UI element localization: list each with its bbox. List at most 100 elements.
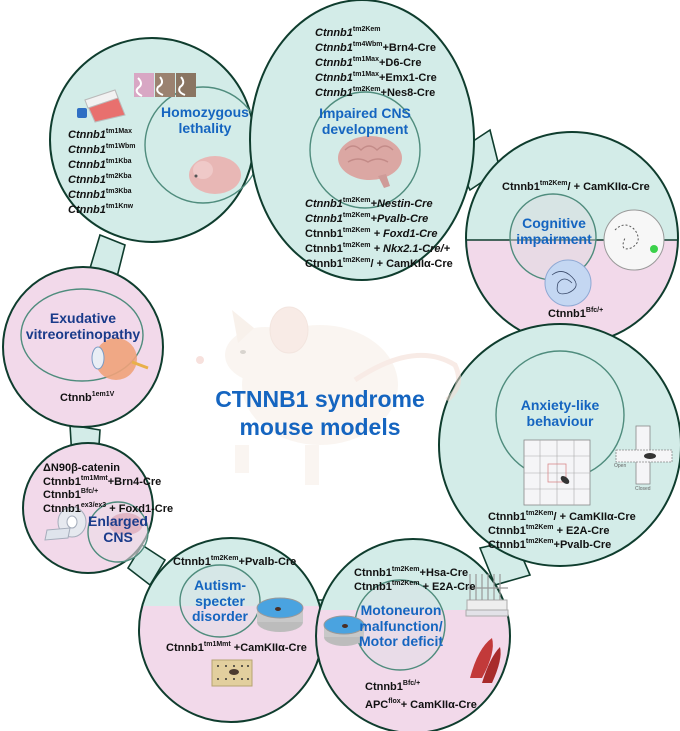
genotype-base: Ctnnb1 bbox=[354, 581, 392, 593]
genotype-base: Ctnnb1 bbox=[43, 489, 81, 501]
genotype-line: Ctnnb1tm1Kba bbox=[68, 158, 132, 173]
title-line: CNS bbox=[103, 528, 133, 545]
genotype-allele: tm1Max bbox=[352, 56, 379, 63]
genotype-line: Ctnnb1tm2Kem + Nkx2.1-Cre/+ bbox=[305, 242, 450, 257]
genotype-base: Ctnnb1 bbox=[488, 511, 526, 523]
genotype-allele: tm3Kba bbox=[105, 188, 132, 195]
genotype-base: Ctnnb1 bbox=[68, 144, 106, 156]
genotype-base: Ctnnb1 bbox=[68, 159, 106, 171]
genotype-line: Ctnnb1tm1Max+D6-Cre bbox=[315, 56, 421, 71]
title-line: lethality bbox=[178, 119, 232, 136]
genotype-line: Ctnnb1tm4Wbm+Brn4-Cre bbox=[315, 41, 436, 56]
node-title: Motoneuron malfunction/ Motor deficit bbox=[358, 602, 444, 650]
grip-test-apparatus-icon bbox=[465, 574, 509, 617]
node-title: Impaired CNS development bbox=[305, 105, 425, 137]
genotype-line: Ctnnb1tm2Kem bbox=[315, 26, 381, 41]
genotype-allele: tm1Knw bbox=[105, 203, 134, 210]
genotype-line: Ctnnb1ex3/ex3 + Foxd1-Cre bbox=[43, 502, 173, 517]
genotype-base: Ctnnb1 bbox=[43, 502, 81, 515]
genotype-base: Ctnnb1 bbox=[315, 42, 353, 54]
hole-board-icon bbox=[211, 659, 253, 687]
genotype-allele: tm2Kem bbox=[352, 26, 381, 33]
genotype-cre-driver: +Hsa-Cre bbox=[419, 567, 469, 579]
genotype-line: Ctnnb1tm1Mmt+Brn4-Cre bbox=[43, 475, 161, 490]
genotype-cre-driver: / + CamKIIα-Cre bbox=[567, 181, 650, 193]
genotype-cre-driver: +Pvalb-Cre bbox=[370, 213, 429, 225]
genotype-cre-driver: / + CamKIIα-Cre bbox=[553, 511, 636, 523]
genotype-allele: tm2Kem bbox=[525, 538, 554, 545]
genotype-cre-driver: +Emx1-Cre bbox=[378, 72, 437, 84]
genotype-line: Ctnnb1Bfc/+ bbox=[548, 307, 603, 322]
title-line: vitreoretinopathy bbox=[25, 325, 141, 342]
node-impaired-cns-shape bbox=[249, 0, 475, 281]
cell-culture-flask-icon bbox=[77, 89, 126, 123]
genotype-cre-driver: +Pvalb-Cre bbox=[553, 539, 612, 551]
node-anxiety-shape bbox=[438, 323, 680, 567]
genotype-base: Ctnnb1 bbox=[166, 642, 204, 654]
genotype-cre-driver: + E2A-Cre bbox=[553, 525, 610, 537]
genotype-allele: 1em1V bbox=[91, 391, 115, 398]
genotype-allele: ex3/ex3 bbox=[80, 501, 107, 509]
genotype-allele: tm2Kem bbox=[539, 180, 568, 187]
diagram-center-title: CTNNB1 syndrome mouse models bbox=[170, 385, 470, 441]
node-title: Exudative vitreoretinopathy bbox=[22, 310, 144, 342]
genotype-base: Ctnnb1 bbox=[305, 243, 343, 255]
title-line: Anxiety-like bbox=[520, 397, 600, 413]
genotype-cre-driver: +Brn4-Cre bbox=[107, 475, 162, 488]
genotype-line: Ctnnb1tm2Kem+Nestin-Cre bbox=[305, 197, 433, 212]
genotype-allele: tm2Kem bbox=[342, 242, 371, 249]
genotype-line: Ctnnb1tm2Kem+Pvalb-Cre bbox=[488, 538, 611, 553]
genotype-base: Ctnnb1 bbox=[502, 181, 540, 193]
water-tank-icon bbox=[256, 597, 304, 632]
maze-label-open: Open bbox=[614, 463, 627, 469]
genotype-cre-driver: + E2A-Cre bbox=[419, 581, 476, 593]
water-maze-trace-icon bbox=[544, 259, 592, 307]
title-line: Homozygous bbox=[161, 104, 249, 120]
genotype-base: Ctnnb1 bbox=[305, 258, 343, 270]
genotype-cre-driver: +D6-Cre bbox=[378, 57, 422, 69]
genotype-base: Ctnnb1 bbox=[315, 87, 353, 99]
genotype-base: Ctnnb bbox=[60, 392, 92, 404]
genotype-base: Ctnnb1 bbox=[305, 228, 343, 240]
genotype-line: Ctnnb1tm2Kba bbox=[68, 173, 132, 188]
genotype-line: Ctnnb1tm2Kem/ + CamKIIα-Cre bbox=[488, 510, 636, 525]
genotype-base: Ctnnb1 bbox=[305, 213, 343, 225]
genotype-line: Ctnnb1Bfc/+ bbox=[365, 680, 420, 695]
genotype-allele: tm1Mmt bbox=[80, 474, 108, 482]
genotype-line: APCflox+ CamKIIα-Cre bbox=[365, 698, 477, 713]
genotype-base: Ctnnb1 bbox=[68, 174, 106, 186]
mri-scanner-icon bbox=[44, 506, 87, 541]
title-line: disorder bbox=[191, 608, 248, 625]
genotype-line: Ctnnb1tm3Kba bbox=[68, 188, 132, 203]
genotype-base: Ctnnb1 bbox=[315, 27, 353, 39]
genotype-allele: tm2Kba bbox=[105, 173, 132, 180]
genotype-allele: tm2Kem bbox=[342, 257, 371, 264]
genotype-allele: tm2Kem bbox=[342, 227, 371, 234]
genotype-line: Ctnnb1tm2Kem+Hsa-Cre bbox=[354, 566, 468, 581]
genotype-line: Ctnnb1tm2Kem/ + CamKIIα-Cre bbox=[502, 180, 650, 195]
barnes-maze-icon bbox=[603, 209, 665, 271]
genotype-allele: tm2Kem bbox=[525, 524, 554, 531]
node-vitreo-shape bbox=[2, 266, 164, 428]
genotype-line: Ctnnb1tm1Knw bbox=[68, 203, 133, 218]
genotype-base: Ctnnb1 bbox=[354, 567, 392, 579]
genotype-line: Ctnnb1tm2Kem/ + CamKIIα-Cre bbox=[305, 257, 453, 272]
genotype-base: APC bbox=[365, 699, 389, 711]
genotype-allele: tm2Kem bbox=[210, 555, 239, 562]
genotype-cre-driver: +CamKIIα-Cre bbox=[230, 642, 307, 654]
title-line: Impaired CNS bbox=[319, 105, 411, 121]
genotype-base: ΔN90β-catenin bbox=[43, 462, 120, 474]
genotype-allele: Bfc/+ bbox=[80, 488, 99, 495]
title-line: Enlarged bbox=[88, 513, 148, 529]
node-enlarged-cns-shape bbox=[22, 442, 154, 574]
elevated-plus-maze-icon bbox=[615, 425, 673, 485]
genotype-allele: tm2Kem bbox=[342, 212, 371, 219]
genotype-allele: tm2Kem bbox=[525, 510, 554, 517]
genotype-allele: tm2Kem bbox=[342, 197, 371, 204]
title-line: Motor deficit bbox=[359, 633, 443, 650]
genotype-line: Ctnnb1tm1Mmt +CamKIIα-Cre bbox=[166, 641, 307, 656]
genotype-cre-driver: +Pvalb-Cre bbox=[238, 556, 297, 568]
node-title: Homozygous lethality bbox=[150, 104, 260, 136]
water-tank-icon bbox=[323, 615, 365, 646]
